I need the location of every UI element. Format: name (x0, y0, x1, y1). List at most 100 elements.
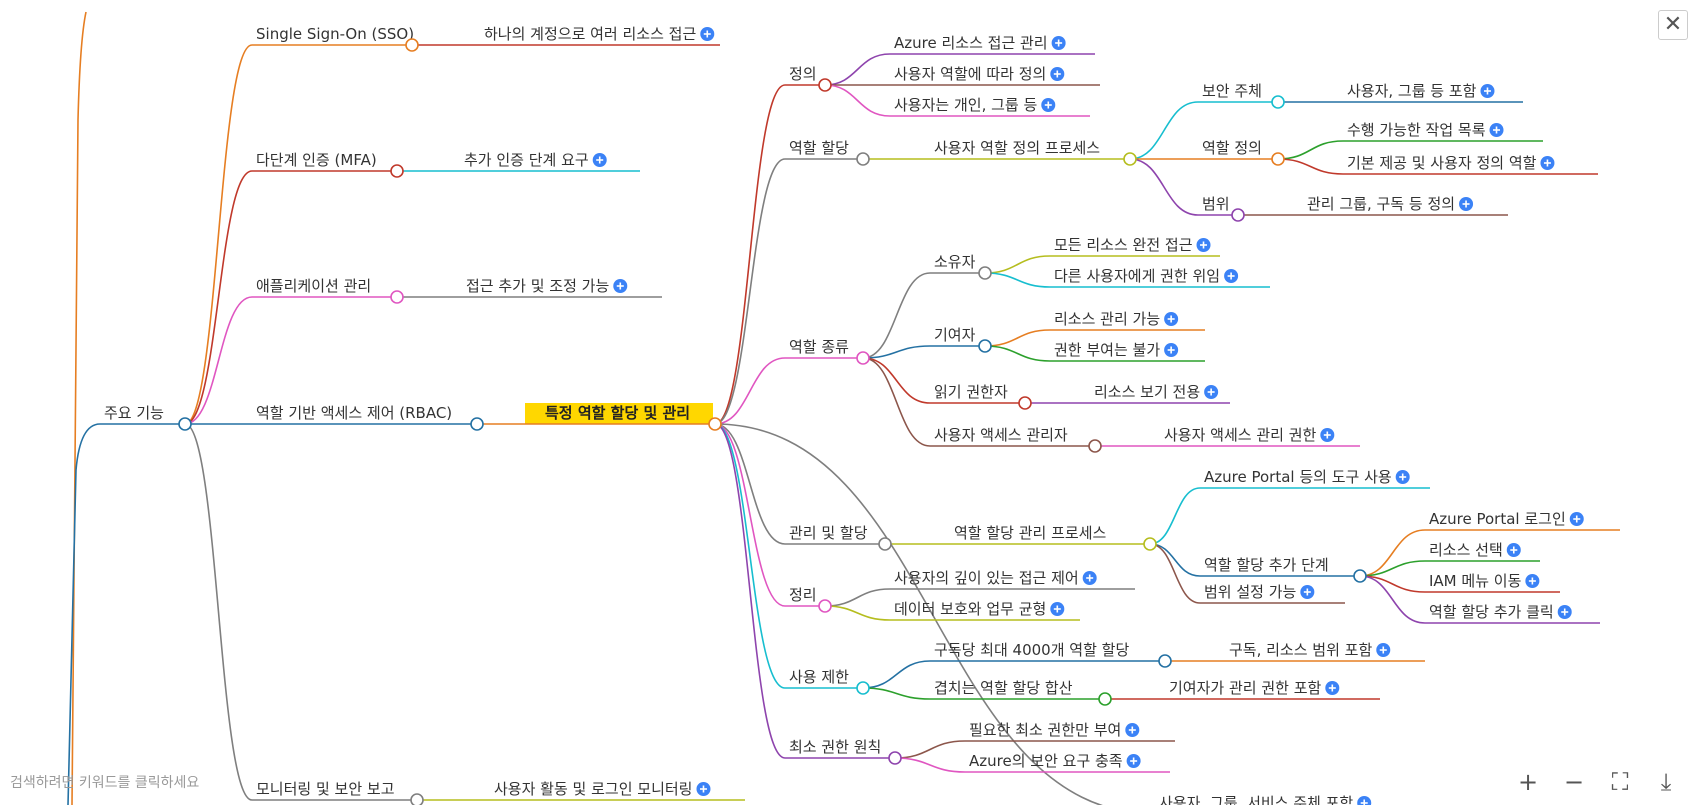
node-3-0-2-0-0[interactable]: 모든 리소스 완전 접근 (1050, 236, 1220, 257)
node-end-circle[interactable] (818, 599, 832, 613)
node-3-0-1-0-0[interactable]: 보안 주체 (1198, 82, 1285, 109)
expand-plus-icon[interactable] (592, 153, 607, 167)
node-3-0-3-0-1[interactable]: 역할 할당 추가 단계 (1200, 556, 1367, 583)
node-0-0[interactable]: 하나의 계정으로 여러 리소스 접근 (480, 25, 720, 46)
expand-plus-icon[interactable] (1459, 197, 1474, 211)
expand-plus-icon[interactable] (1164, 312, 1179, 326)
node-3-0-6-1[interactable]: Azure의 보안 요구 충족 (965, 752, 1170, 773)
node-end-circle[interactable] (978, 339, 992, 353)
node-3-0-3-0-1-1[interactable]: 리소스 선택 (1425, 541, 1540, 562)
zoom-out-button[interactable]: − (1558, 766, 1590, 798)
node-end-circle[interactable] (1018, 396, 1032, 410)
node-end-circle[interactable] (1271, 152, 1285, 166)
node-end-circle[interactable] (178, 417, 192, 431)
node-3-0-2-2-0[interactable]: 리소스 보기 전용 (1090, 383, 1230, 404)
search-hint[interactable]: 검색하려면 키워드를 클릭하세요 (10, 775, 200, 791)
node-end-circle[interactable] (878, 537, 892, 551)
node-3-0-5-1[interactable]: 겹치는 역할 할당 합산 (930, 679, 1112, 706)
zoom-in-button[interactable]: + (1512, 766, 1544, 798)
expand-plus-icon[interactable] (1082, 571, 1097, 585)
node-end-circle[interactable] (1123, 152, 1137, 166)
node-end-circle[interactable] (405, 38, 419, 52)
node-end-circle[interactable] (1098, 692, 1112, 706)
node-3-0-2-3[interactable]: 사용자 액세스 관리자 (930, 426, 1102, 453)
expand-plus-icon[interactable] (1506, 543, 1521, 557)
node-3-0-1-0-2[interactable]: 범위 (1198, 195, 1245, 222)
node-end-circle[interactable] (1143, 537, 1157, 551)
node-3-0-2-2[interactable]: 읽기 권한자 (930, 383, 1032, 410)
node-3-0-1-0-1-0[interactable]: 수행 가능한 작업 목록 (1343, 121, 1543, 142)
node-3-0-1-0-1-1[interactable]: 기본 제공 및 사용자 정의 역할 (1343, 154, 1598, 175)
node-end-circle[interactable] (1271, 95, 1285, 109)
expand-plus-icon[interactable] (696, 782, 711, 796)
node-end-circle[interactable] (856, 681, 870, 695)
node-3-0-2-1-1[interactable]: 권한 부여는 불가 (1050, 341, 1205, 362)
expand-plus-icon[interactable] (1164, 343, 1179, 357)
expand-plus-icon[interactable] (1325, 681, 1340, 695)
node-3-0-6[interactable]: 최소 권한 원칙 (785, 738, 902, 765)
expand-plus-icon[interactable] (1204, 385, 1219, 399)
expand-plus-icon[interactable] (1540, 156, 1555, 170)
node-3-0-4-1[interactable]: 데이터 보호와 업무 균형 (890, 600, 1080, 621)
node-3-0-0-1[interactable]: 사용자 역할에 따라 정의 (890, 65, 1100, 86)
node-end-circle[interactable] (390, 164, 404, 178)
expand-plus-icon[interactable] (1480, 84, 1495, 98)
node-end-circle[interactable] (1231, 208, 1245, 222)
expand-plus-icon[interactable] (1224, 269, 1239, 283)
node-3-0-1[interactable]: 역할 할당 (785, 139, 870, 166)
expand-plus-icon[interactable] (1125, 723, 1140, 737)
download-button[interactable]: ⤓ (1650, 766, 1682, 798)
expand-plus-icon[interactable] (1196, 238, 1211, 252)
node-3-0-2-1[interactable]: 기여자 (930, 326, 992, 353)
node-3-0-2-3-0[interactable]: 사용자 액세스 관리 권한 (1160, 426, 1360, 447)
expand-plus-icon[interactable] (1300, 585, 1315, 599)
node-end-circle[interactable] (470, 417, 484, 431)
node-3-0-0-2[interactable]: 사용자는 개인, 그룹 등 (890, 96, 1090, 117)
expand-plus-icon[interactable] (1050, 602, 1065, 616)
expand-plus-icon[interactable] (613, 279, 628, 293)
node-end-circle[interactable] (1158, 654, 1172, 668)
node-end-circle[interactable] (888, 751, 902, 765)
node-3-0-3-0-1-3[interactable]: 역할 할당 추가 클릭 (1425, 603, 1600, 624)
node-3-0-3-0-1-2[interactable]: IAM 메뉴 이동 (1425, 572, 1560, 593)
node-end-circle[interactable] (856, 351, 870, 365)
node-3-0-6-0[interactable]: 필요한 최소 권한만 부여 (965, 721, 1175, 742)
expand-plus-icon[interactable] (1395, 470, 1410, 484)
expand-plus-icon[interactable] (1041, 98, 1056, 112)
node-3-0-5[interactable]: 사용 제한 (785, 668, 870, 695)
node-4-0[interactable]: 사용자 활동 및 로그인 모니터링 (490, 780, 745, 801)
node-3-0-5-0-0[interactable]: 구독, 리소스 범위 포함 (1225, 641, 1425, 662)
node-3-0-1-0-2-0[interactable]: 관리 그룹, 구독 등 정의 (1303, 195, 1508, 216)
node-end-circle[interactable] (818, 78, 832, 92)
node-root[interactable]: 주요 기능 (100, 404, 192, 431)
expand-plus-icon[interactable] (1320, 428, 1335, 442)
node-3-0-7[interactable]: 사용자, 그룹, 서비스 주체 포함 (1155, 794, 1395, 805)
node-3-0-0-0[interactable]: Azure 리소스 접근 관리 (890, 34, 1095, 55)
node-3-0-5-1-0[interactable]: 기여자가 관리 권한 포함 (1165, 679, 1380, 700)
node-3-0-1-0[interactable]: 사용자 역할 정의 프로세스 (930, 139, 1137, 166)
node-2[interactable]: 애플리케이션 관리 (252, 277, 404, 304)
expand-plus-icon[interactable] (1051, 36, 1066, 50)
node-3-0-3-0[interactable]: 역할 할당 관리 프로세스 (950, 524, 1157, 551)
node-3-0-0[interactable]: 정의 (785, 65, 832, 92)
expand-plus-icon[interactable] (1126, 754, 1141, 768)
expand-plus-icon[interactable] (1050, 67, 1065, 81)
node-end-circle[interactable] (390, 290, 404, 304)
expand-plus-icon[interactable] (1525, 574, 1540, 588)
node-3-0-5-0[interactable]: 구독당 최대 4000개 역할 할당 (930, 641, 1172, 668)
node-3-0-3[interactable]: 관리 및 할당 (785, 524, 892, 551)
expand-plus-icon[interactable] (1489, 123, 1504, 137)
node-3-0-3-0-1-0[interactable]: Azure Portal 로그인 (1425, 510, 1620, 531)
expand-plus-icon[interactable] (700, 27, 715, 41)
node-2-0[interactable]: 접근 추가 및 조정 가능 (462, 277, 662, 298)
node-3-0-2-0[interactable]: 소유자 (930, 253, 992, 280)
node-end-circle[interactable] (856, 152, 870, 166)
node-3-0-2[interactable]: 역할 종류 (785, 338, 870, 365)
expand-plus-icon[interactable] (1357, 796, 1372, 805)
node-end-circle[interactable] (410, 793, 424, 805)
node-3-0-1-0-0-0[interactable]: 사용자, 그룹 등 포함 (1343, 82, 1523, 103)
expand-plus-icon[interactable] (1376, 643, 1391, 657)
expand-plus-icon[interactable] (1557, 605, 1572, 619)
node-end-circle[interactable] (708, 417, 722, 431)
